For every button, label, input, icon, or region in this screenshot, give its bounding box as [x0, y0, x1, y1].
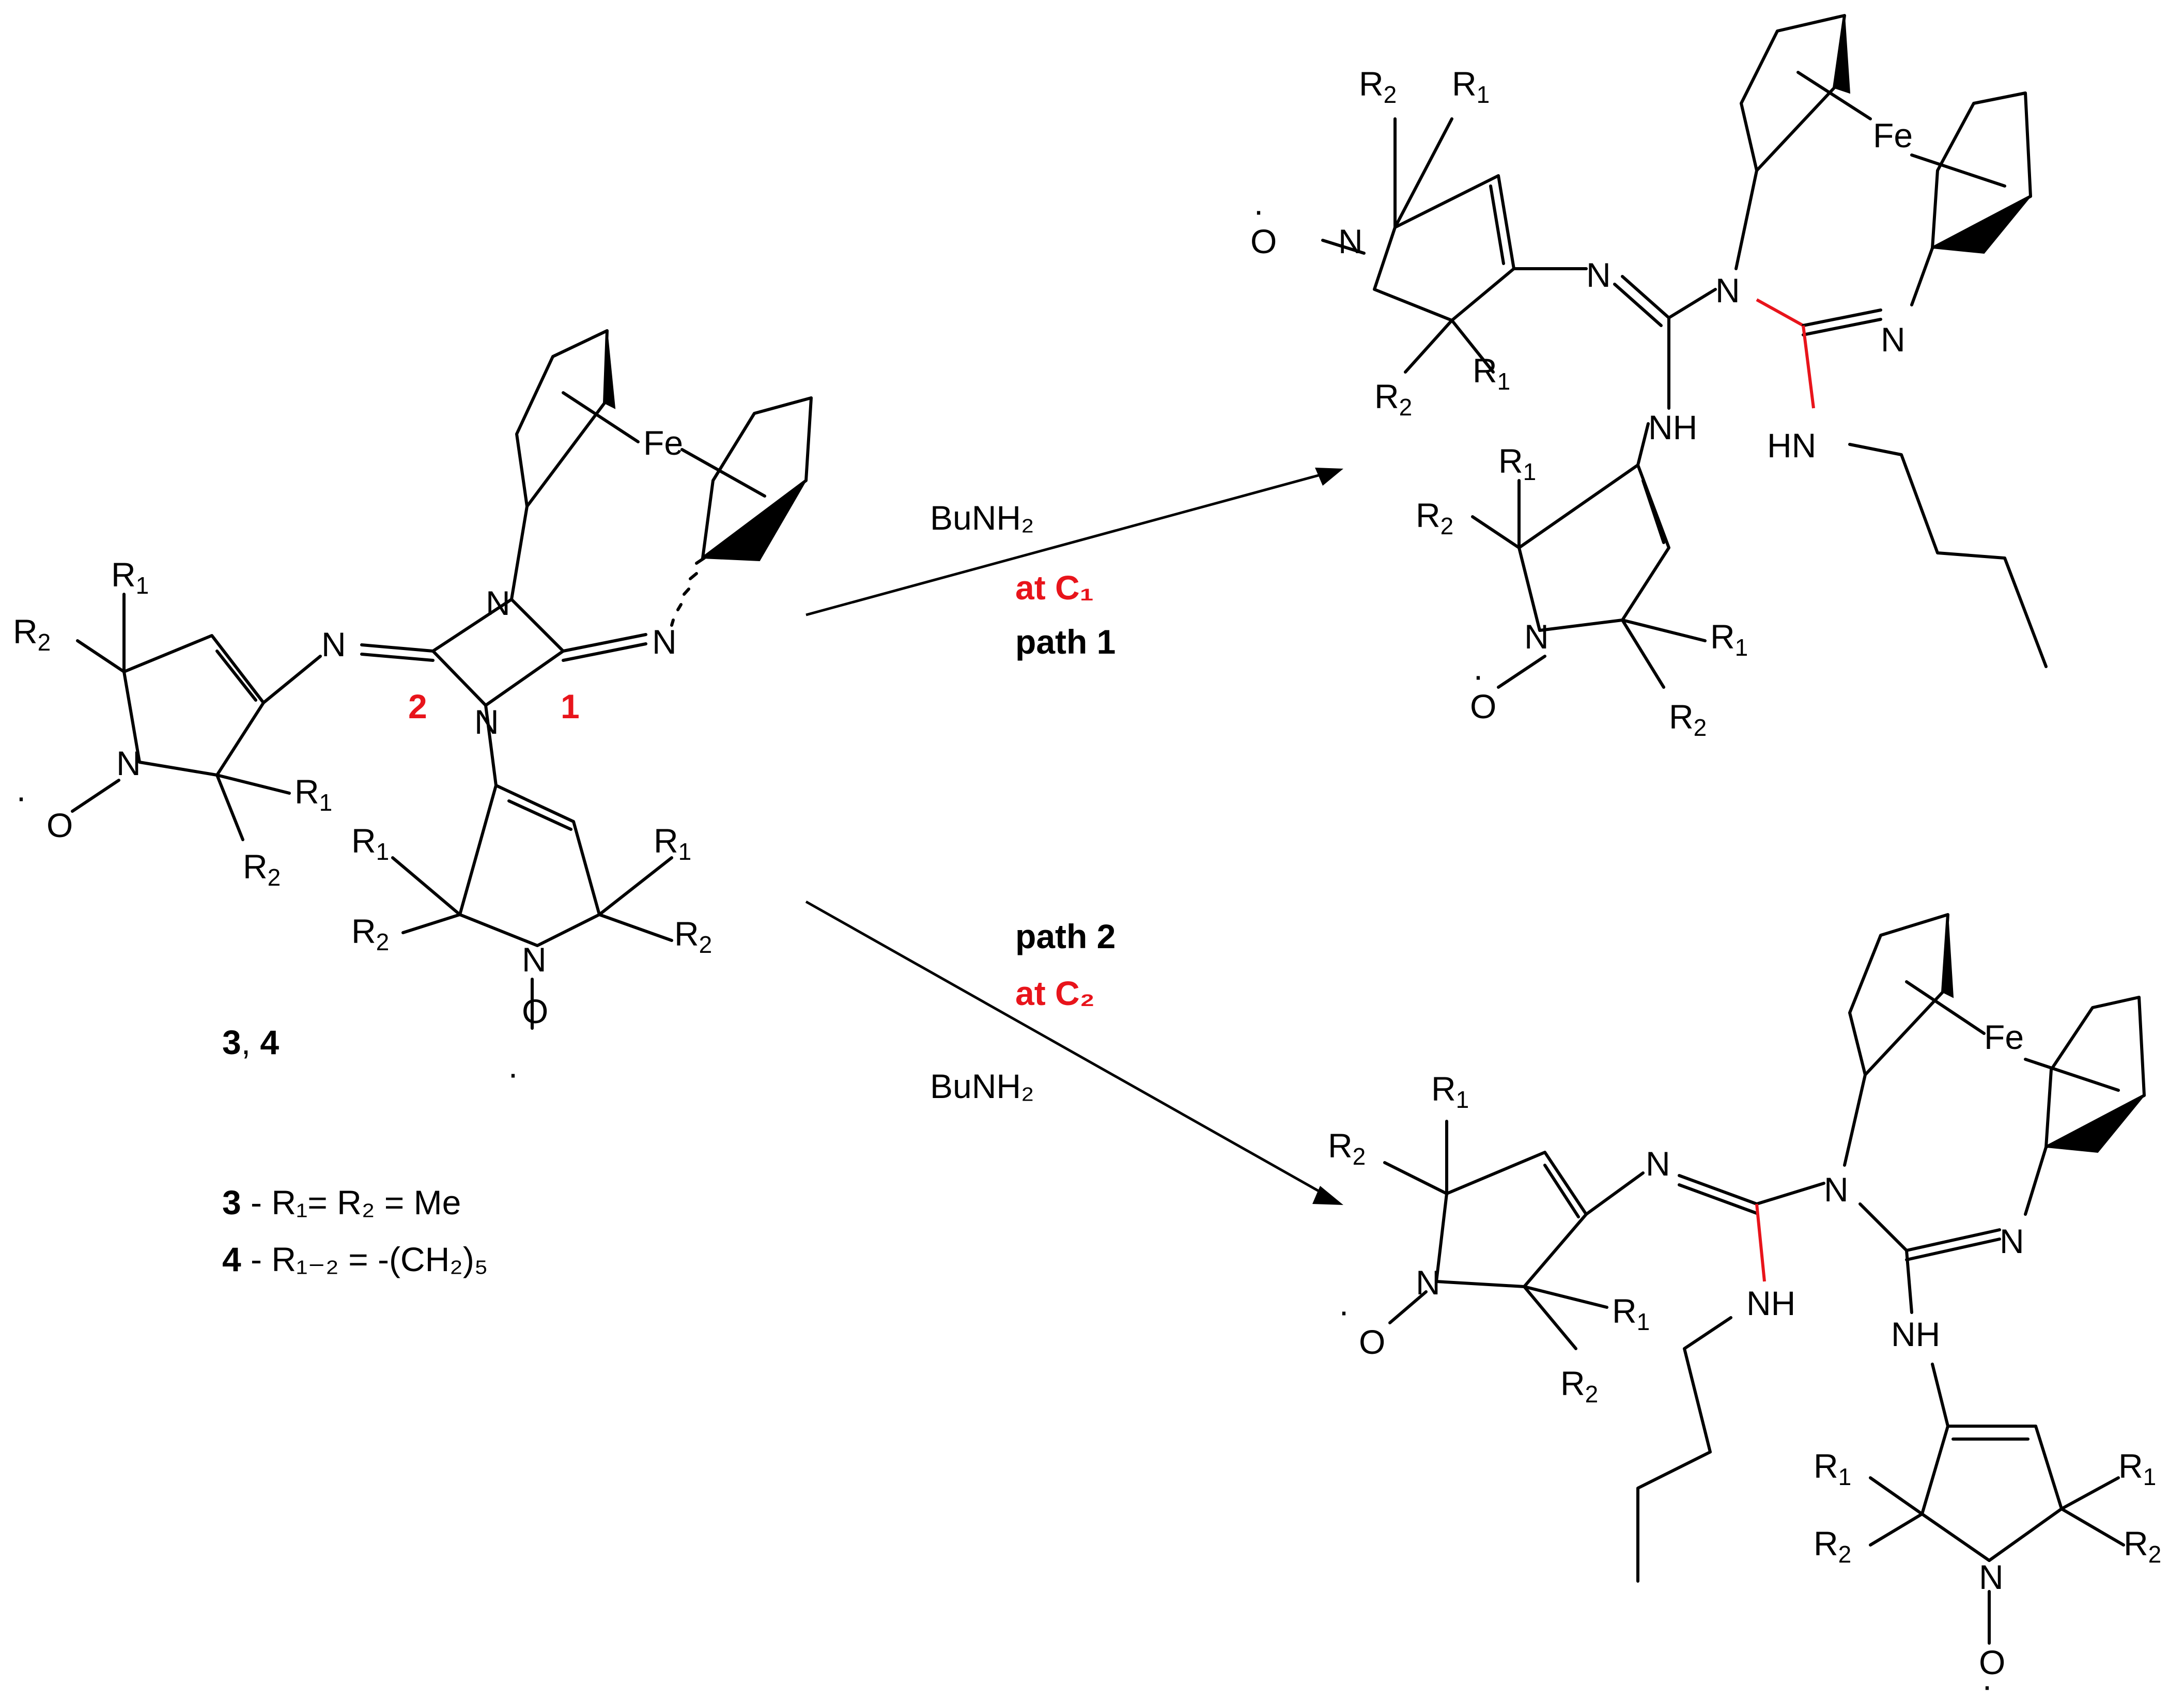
atom-n: N [474, 703, 499, 741]
product-path1 [1321, 14, 2048, 689]
radical-dot: · [16, 778, 27, 816]
product-path1-labels: R2 R1 N O · R2 R1 N N N NH HN Fe R1 R2 N… [1250, 65, 1913, 741]
substituent-label: R2 [1814, 1524, 1851, 1568]
atom-o: O [1250, 222, 1277, 260]
substituent-label: R2 [1416, 496, 1453, 539]
path1-name: path 1 [1015, 623, 1116, 661]
hashed-bond [670, 557, 706, 627]
substituent-label: R1 [295, 772, 332, 816]
substituent-label: R2 [243, 847, 281, 891]
definition-4: 4 - R₁₋₂ = -(CH₂)₅ [222, 1240, 488, 1278]
substituent-label: R2 [1374, 377, 1412, 421]
atom-n: N [1715, 271, 1740, 310]
substituent-label: R2 [13, 612, 51, 656]
atom-nh: NH [1891, 1315, 1940, 1353]
atom-n: N [321, 625, 346, 663]
carbon-label-1: 1 [561, 687, 580, 725]
substituent-label: R1 [111, 555, 149, 599]
atom-fe: Fe [643, 424, 683, 462]
radical-dot: · [1338, 1292, 1350, 1330]
substituent-label: R1 [1814, 1447, 1851, 1490]
lower-nitroxide-ring [391, 784, 673, 1030]
atom-o: O [1359, 1323, 1385, 1361]
radical-dot: · [1473, 656, 1484, 694]
path2-reagent: BuNH₂ [930, 1067, 1034, 1105]
substituent-label: R2 [1560, 1364, 1598, 1408]
atom-n: N [1416, 1263, 1440, 1302]
atom-n: N [1979, 1558, 2004, 1596]
substituent-label: R1 [1710, 617, 1748, 661]
atom-nh: NH [1648, 408, 1697, 446]
atom-n: N [486, 584, 510, 622]
compound-legend: 3, 4 3 - R₁= R₂ = Me 4 - R₁₋₂ = -(CH₂)₅ [222, 1023, 488, 1278]
substituent-label: R1 [351, 822, 389, 865]
atom-nh: NH [1746, 1284, 1795, 1322]
path1-arrow: BuNH₂ at C₁ path 1 [806, 468, 1343, 661]
product-path2-labels: R1 R2 N R1 R2 O · N N N NH NH Fe R1 R2 R… [1328, 1018, 2161, 1700]
atom-o: O [1979, 1643, 2005, 1681]
atom-n: N [116, 744, 141, 782]
substituent-label: R1 [1452, 65, 1490, 108]
atom-n: N [1881, 320, 1906, 359]
substituent-label: R1 [2118, 1447, 2156, 1490]
substituent-label: R1 [1431, 1070, 1469, 1113]
radical-dot: · [1253, 191, 1264, 229]
atom-n: N [1338, 222, 1363, 260]
definition-3: 3 - R₁= R₂ = Me [222, 1183, 461, 1222]
starting-material-labels: N N N N Fe 2 1 R1 R2 N R1 R2 O · R1 R2 R… [13, 424, 712, 1092]
atom-n: N [1646, 1145, 1670, 1183]
substituent-label: R2 [351, 912, 389, 955]
atom-n: N [1824, 1170, 1849, 1209]
carbon-label-2: 2 [408, 687, 427, 725]
substituent-label: R2 [1359, 65, 1397, 108]
path1-reagent: BuNH₂ [930, 499, 1034, 537]
atom-fe: Fe [1873, 116, 1913, 154]
left-nitroxide-ring [71, 593, 322, 841]
atom-fe: Fe [1984, 1018, 2024, 1056]
atom-n: N [652, 623, 677, 661]
path2-name: path 2 [1015, 917, 1116, 955]
substituent-label: R1 [1473, 351, 1510, 395]
substituent-label: R2 [1669, 698, 1707, 741]
substituent-label: R1 [1612, 1292, 1650, 1335]
compound-label: 3, 4 [222, 1023, 279, 1061]
substituent-label: R2 [1328, 1126, 1366, 1170]
path2-site: at C₂ [1015, 974, 1095, 1012]
radical-dot: · [1981, 1666, 1993, 1700]
atom-o: O [522, 992, 548, 1030]
starting-material [71, 329, 813, 1030]
ferrocene [515, 329, 813, 562]
atom-n: N [522, 940, 547, 979]
atom-o: O [1470, 687, 1496, 725]
atom-n: N [2000, 1222, 2024, 1260]
atom-n: N [1586, 256, 1611, 294]
atom-n: N [1524, 617, 1549, 656]
radical-dot: · [507, 1054, 519, 1092]
substituent-label: R2 [2124, 1524, 2161, 1568]
substituent-label: R2 [674, 915, 712, 958]
product-path2 [1383, 913, 2146, 1645]
path1-site: at C₁ [1015, 568, 1094, 607]
substituent-label: R1 [654, 822, 691, 865]
path2-arrow: path 2 at C₂ BuNH₂ [805, 900, 1343, 1205]
atom-o: O [47, 806, 73, 844]
substituent-label: R1 [1498, 442, 1536, 485]
atom-hn: HN [1767, 426, 1816, 465]
